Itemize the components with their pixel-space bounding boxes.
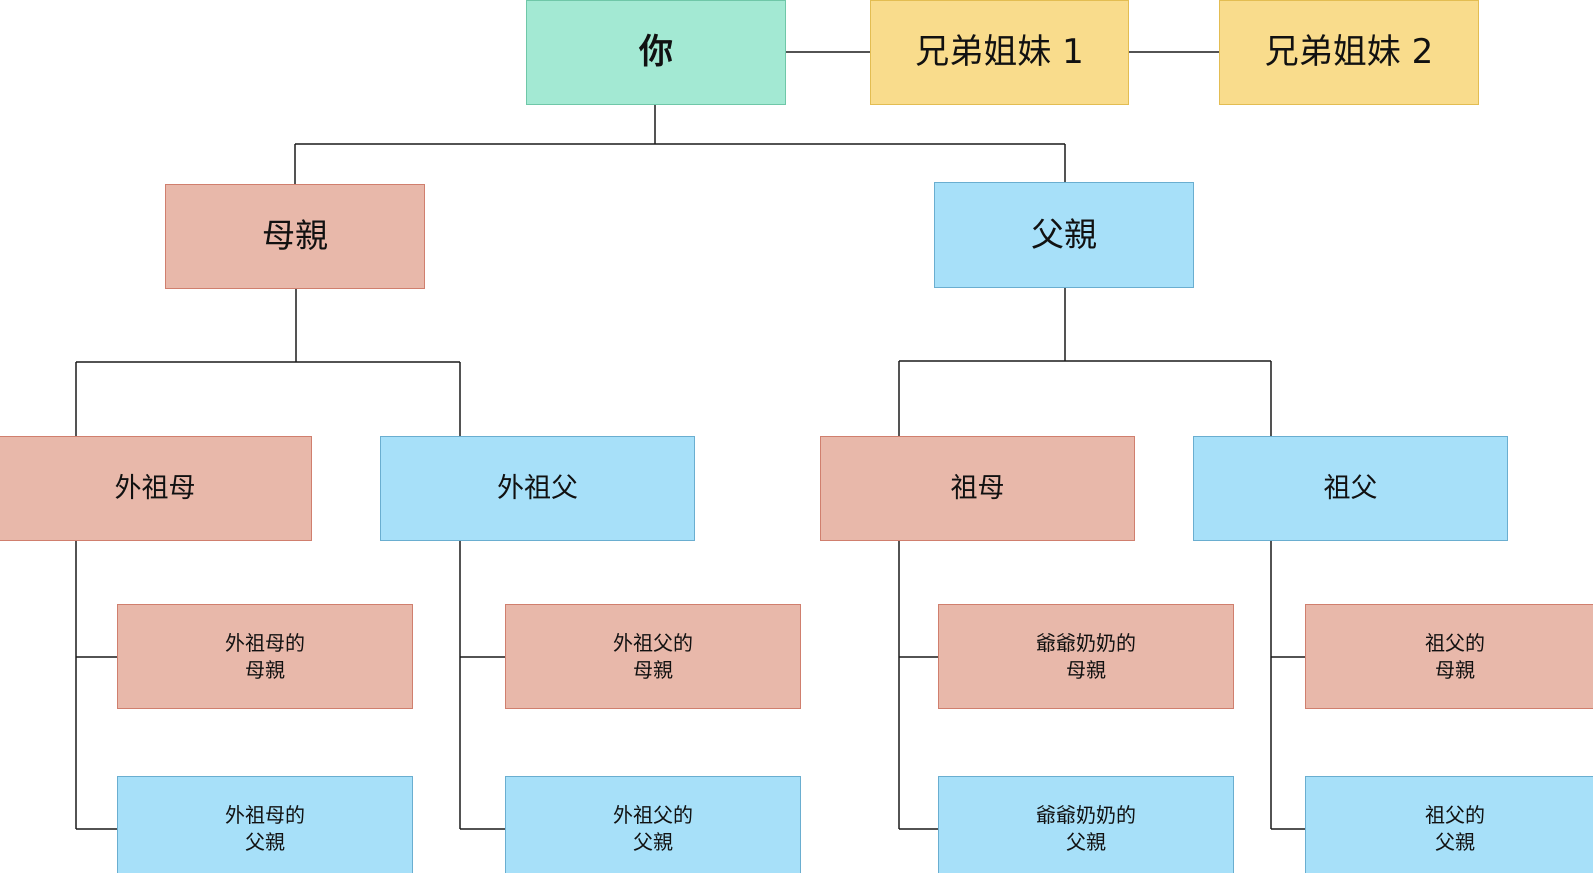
- node-paternal-grandmother-mother[interactable]: 爺爺奶奶的 母親: [938, 604, 1234, 709]
- node-father[interactable]: 父親: [934, 182, 1194, 288]
- node-maternal-grandmother-mother[interactable]: 外祖母的 母親: [117, 604, 413, 709]
- node-maternal-grandmother[interactable]: 外祖母: [0, 436, 312, 541]
- node-maternal-grandfather-mother[interactable]: 外祖父的 母親: [505, 604, 801, 709]
- node-maternal-grandmother-father[interactable]: 外祖母的 父親: [117, 776, 413, 873]
- node-you[interactable]: 你: [526, 0, 786, 105]
- node-sibling-1[interactable]: 兄弟姐妹 1: [870, 0, 1129, 105]
- node-maternal-grandfather[interactable]: 外祖父: [380, 436, 695, 541]
- node-paternal-grandfather-mother[interactable]: 祖父的 母親: [1305, 604, 1593, 709]
- node-paternal-grandfather[interactable]: 祖父: [1193, 436, 1508, 541]
- node-mother[interactable]: 母親: [165, 184, 425, 289]
- node-maternal-grandfather-father[interactable]: 外祖父的 父親: [505, 776, 801, 873]
- node-paternal-grandmother[interactable]: 祖母: [820, 436, 1135, 541]
- node-paternal-grandfather-father[interactable]: 祖父的 父親: [1305, 776, 1593, 873]
- node-sibling-2[interactable]: 兄弟姐妹 2: [1219, 0, 1479, 105]
- node-paternal-grandmother-father[interactable]: 爺爺奶奶的 父親: [938, 776, 1234, 873]
